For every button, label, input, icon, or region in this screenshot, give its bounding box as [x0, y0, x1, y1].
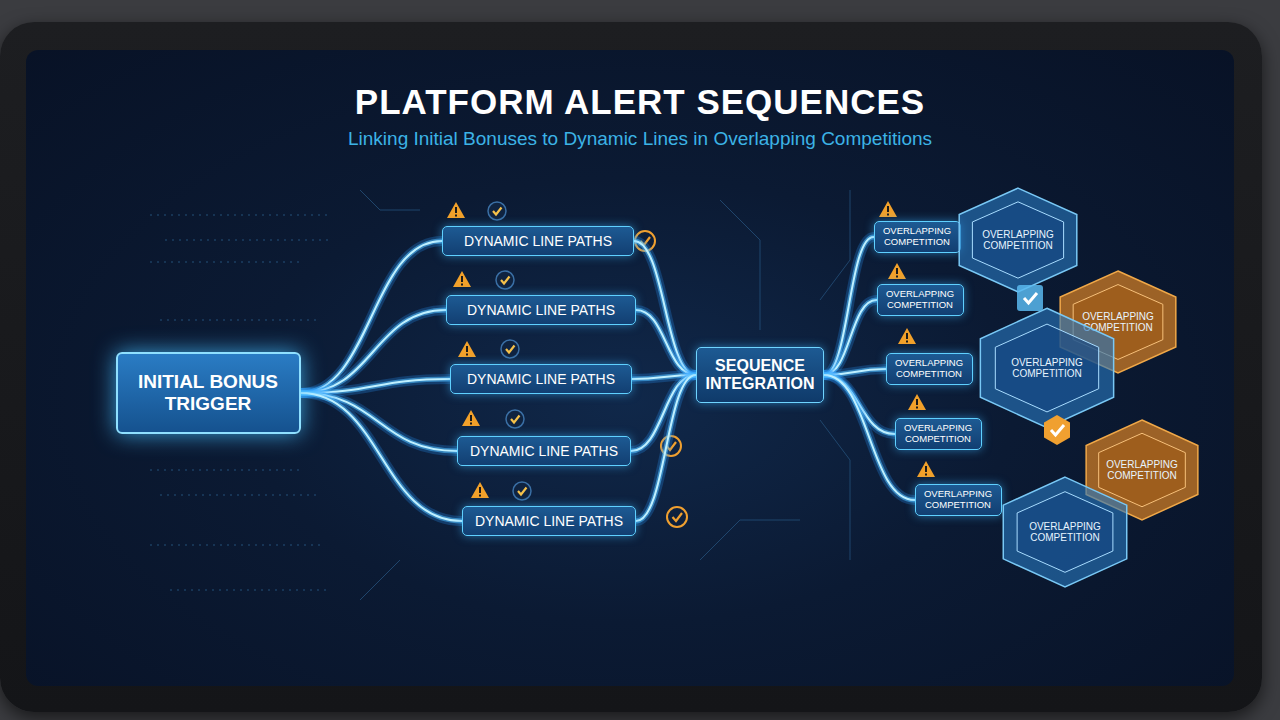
connector-stroke — [824, 300, 877, 375]
glow-connector — [824, 300, 877, 375]
process-box: INITIAL BONUS TRIGGER — [116, 352, 301, 434]
node-label: OVERLAPPING COMPETITION — [895, 358, 964, 380]
process-box: SEQUENCE INTEGRATION — [696, 347, 824, 403]
node-label: OVERLAPPING COMPETITION — [978, 229, 1057, 252]
process-box: OVERLAPPING COMPETITION — [886, 353, 973, 385]
title: PLATFORM ALERT SEQUENCES — [0, 82, 1280, 122]
process-box: DYNAMIC LINE PATHS — [462, 506, 636, 536]
connector-stroke — [636, 375, 696, 521]
connector-stroke — [636, 310, 696, 375]
node-label: OVERLAPPING COMPETITION — [1002, 357, 1092, 380]
node-label: SEQUENCE INTEGRATION — [705, 357, 815, 394]
process-box: OVERLAPPING COMPETITION — [915, 484, 1002, 516]
node-label: DYNAMIC LINE PATHS — [464, 233, 612, 249]
node-label: OVERLAPPING COMPETITION — [1023, 521, 1106, 544]
connector-stroke — [636, 310, 696, 375]
process-box: DYNAMIC LINE PATHS — [442, 226, 634, 256]
node-label: DYNAMIC LINE PATHS — [467, 302, 615, 318]
node-label: OVERLAPPING COMPETITION — [904, 423, 973, 445]
node-label: OVERLAPPING COMPETITION — [924, 489, 993, 511]
node-label: DYNAMIC LINE PATHS — [467, 371, 615, 387]
connector-stroke — [634, 241, 696, 375]
competition-hexagon: OVERLAPPING COMPETITION — [958, 187, 1078, 293]
connector-stroke — [301, 393, 463, 521]
connector-stroke — [636, 310, 696, 375]
node-label: OVERLAPPING COMPETITION — [886, 289, 955, 311]
connector-stroke — [301, 393, 463, 521]
connector-stroke — [824, 300, 877, 375]
process-box: OVERLAPPING COMPETITION — [877, 284, 964, 316]
node-label: INITIAL BONUS TRIGGER — [126, 371, 291, 415]
subtitle: Linking Initial Bonuses to Dynamic Lines… — [0, 128, 1280, 150]
glow-connector — [636, 310, 696, 375]
node-label: DYNAMIC LINE PATHS — [475, 513, 623, 529]
process-box: DYNAMIC LINE PATHS — [446, 295, 636, 325]
connector-stroke — [301, 393, 463, 521]
glow-connector — [301, 393, 463, 521]
connector-stroke — [634, 241, 696, 375]
node-label: DYNAMIC LINE PATHS — [470, 443, 618, 459]
glow-connector — [634, 241, 696, 375]
process-box: OVERLAPPING COMPETITION — [874, 221, 961, 253]
glow-connector — [636, 375, 696, 521]
connector-stroke — [824, 300, 877, 375]
connector-stroke — [636, 375, 696, 521]
competition-hexagon: OVERLAPPING COMPETITION — [1002, 476, 1128, 588]
node-label: OVERLAPPING COMPETITION — [1104, 459, 1179, 482]
connector-stroke — [634, 241, 696, 375]
node-label: OVERLAPPING COMPETITION — [883, 226, 952, 248]
connector-stroke — [636, 375, 696, 521]
process-box: DYNAMIC LINE PATHS — [457, 436, 631, 466]
competition-hexagon: OVERLAPPING COMPETITION — [979, 307, 1115, 429]
process-box: DYNAMIC LINE PATHS — [450, 364, 632, 394]
process-box: OVERLAPPING COMPETITION — [895, 418, 982, 450]
